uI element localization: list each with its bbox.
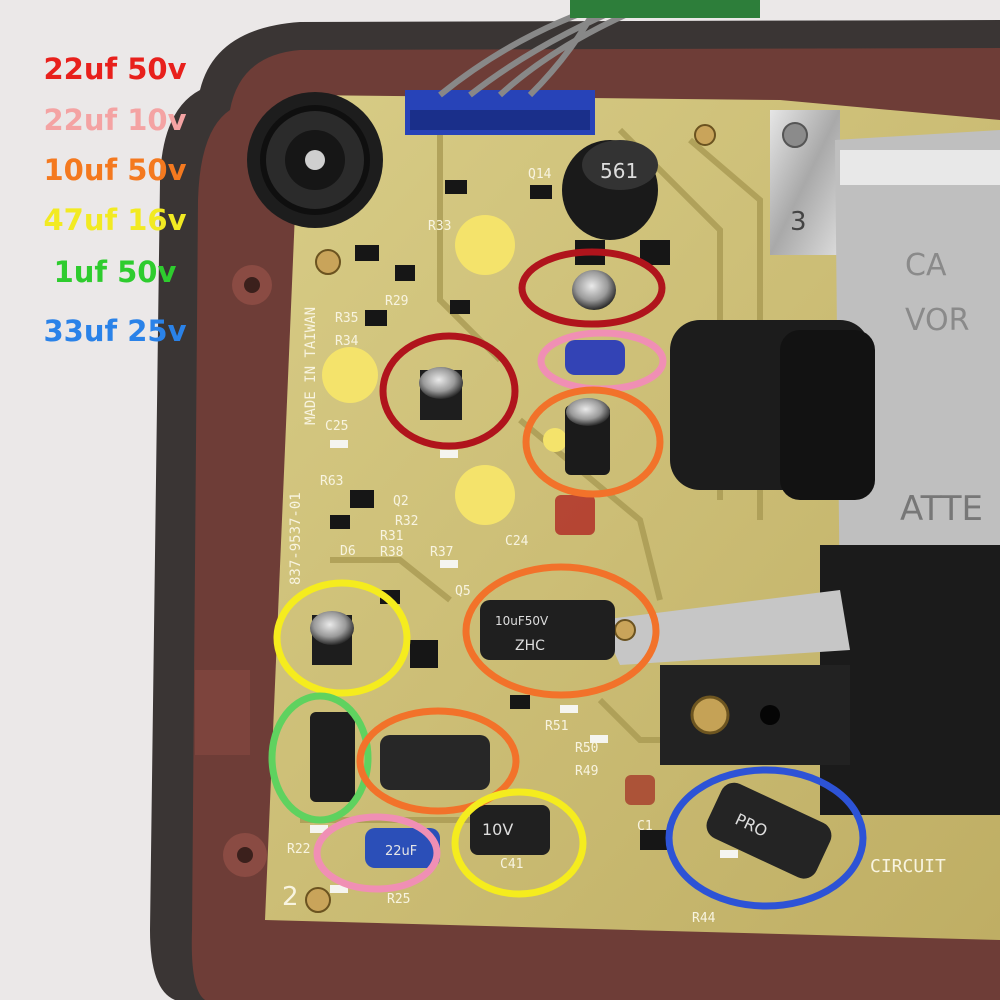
capacitor-orange-low <box>380 735 490 790</box>
capacitor-label-10v: 10V <box>482 820 513 839</box>
capacitor-orange-mid <box>480 600 615 660</box>
inductor-label: 561 <box>600 159 638 183</box>
annotation-yellow-bottom <box>451 788 587 898</box>
legend-1uf-50v: 1uf 50v <box>53 255 177 289</box>
label-circuit: CIRCUIT <box>870 856 946 877</box>
label-r51: R51 <box>545 719 568 734</box>
annotation-red-top <box>518 248 666 328</box>
bracket-number: 3 <box>790 207 807 237</box>
label-r29: R29 <box>385 294 408 309</box>
solder-pad <box>543 428 567 452</box>
transformer-text-vor: VOR <box>905 303 969 338</box>
legend-22uf-10v: 22uf 10v <box>43 103 187 137</box>
capacitor-pink-bottom <box>365 828 440 868</box>
transformer-text-atte: ATTE <box>900 489 983 529</box>
label-r34: R34 <box>335 334 359 349</box>
capacitor-label-zhc: ZHC <box>515 638 545 654</box>
capacitor-label-22uf: 22uF <box>385 844 417 859</box>
label-part-no: 837-9537-01 <box>288 492 304 585</box>
transformer-text-ca: CA <box>905 248 947 283</box>
case-tab <box>195 670 250 755</box>
capacitor-yellow-bottom <box>470 805 550 855</box>
label-made-in: MADE IN TAIWAN <box>303 307 319 425</box>
solder-pad <box>455 215 515 275</box>
capacitor-pink-top <box>565 340 625 375</box>
solder-pad <box>455 465 515 525</box>
solder-residue <box>625 775 655 805</box>
capacitor-label-10uf: 10uF50V <box>495 614 549 628</box>
annotation-orange-low <box>356 707 520 815</box>
annotation-orange-mid <box>462 563 660 699</box>
label-r44: R44 <box>692 911 716 926</box>
label-r50: R50 <box>575 741 598 756</box>
label-d6: D6 <box>340 544 356 559</box>
annotation-blue <box>665 766 867 910</box>
label-r37: R37 <box>430 545 453 560</box>
capacitor-legend: 22uf 50v 22uf 10v 10uf 50v 47uf 16v 1uf … <box>0 0 230 360</box>
label-r33: R33 <box>428 219 451 234</box>
label-c24: C24 <box>505 534 529 549</box>
legend-10uf-50v: 10uf 50v <box>43 153 187 187</box>
label-c1: C1 <box>637 819 653 834</box>
metal-strap <box>600 590 850 665</box>
label-r63: R63 <box>320 474 343 489</box>
capacitor-blue: PRO <box>706 782 832 879</box>
label-r35: R35 <box>335 311 358 326</box>
legend-22uf-50v: 22uf 50v <box>43 52 187 86</box>
solder-pad <box>322 347 378 403</box>
label-q14: Q14 <box>528 167 552 182</box>
capacitor-green <box>310 712 355 802</box>
solder-residue <box>555 495 595 535</box>
label-c25: C25 <box>325 419 348 434</box>
annotation-pink-bottom <box>313 813 441 893</box>
label-q2: Q2 <box>393 494 409 509</box>
annotation-orange-top <box>522 386 664 498</box>
capacitor-label-c41: C41 <box>500 857 523 872</box>
legend-47uf-16v: 47uf 16v <box>43 203 187 237</box>
label-r49: R49 <box>575 764 598 779</box>
annotation-green <box>268 692 372 824</box>
capacitor-top-red <box>572 270 616 310</box>
label-r31: R31 <box>380 529 403 544</box>
label-board-number: 2 <box>282 882 299 912</box>
legend-33uf-25v: 33uf 25v <box>43 314 187 348</box>
top-board <box>570 0 760 18</box>
label-r22: R22 <box>287 842 310 857</box>
label-r25: R25 <box>387 892 410 907</box>
annotation-yellow-left <box>273 579 411 697</box>
smd-components <box>330 180 670 850</box>
annotation-red-left <box>379 332 519 450</box>
transformer <box>835 130 1000 620</box>
label-r38: R38 <box>380 545 403 560</box>
label-q5: Q5 <box>455 584 471 599</box>
label-r32: R32 <box>395 514 418 529</box>
